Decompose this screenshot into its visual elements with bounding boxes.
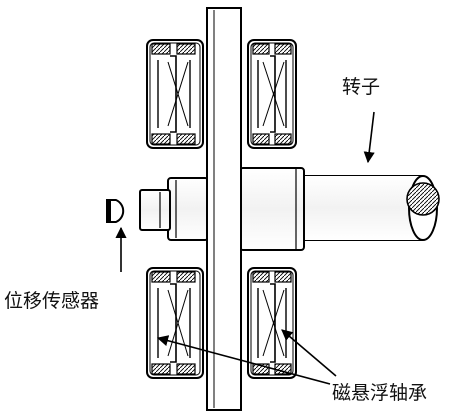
rotor-leader-arrow bbox=[363, 111, 375, 164]
bearing-leader-arrow-right bbox=[281, 329, 337, 377]
bearing-leader-arrow-left bbox=[156, 335, 331, 385]
magnetic-bearing-label: 磁悬浮轴承 bbox=[332, 382, 428, 404]
shaft-left-stub bbox=[139, 177, 209, 241]
rotor-shaft bbox=[239, 167, 440, 251]
thrust-disc bbox=[206, 7, 242, 411]
bearing-top-right bbox=[247, 39, 297, 149]
displacement-sensor bbox=[106, 199, 125, 223]
bearing-top-left bbox=[146, 39, 204, 149]
bearing-bottom-right bbox=[247, 267, 297, 379]
bearing-bottom-left bbox=[146, 267, 204, 379]
rotor-label: 转子 bbox=[342, 76, 381, 98]
displacement-sensor-label: 位移传感器 bbox=[4, 290, 100, 312]
